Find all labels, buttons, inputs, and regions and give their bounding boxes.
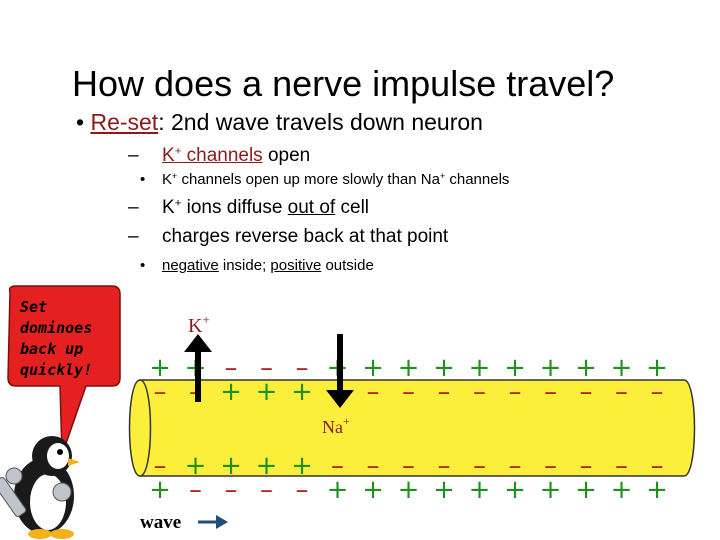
bubble-line-2: dominoes — [20, 319, 92, 337]
charge-bottom-outer-4: – — [296, 475, 309, 505]
charge-top-inner-11: – — [544, 377, 557, 407]
charge-top-inner-13: – — [615, 377, 628, 407]
charge-bottom-outer-9: + — [469, 475, 491, 505]
charge-top-inner-9: – — [473, 377, 486, 407]
charge-bottom-outer-7: + — [398, 475, 420, 505]
charge-bottom-outer-2: – — [225, 475, 238, 505]
charge-bottom-outer-8: + — [433, 475, 455, 505]
penguin-icon — [0, 436, 80, 539]
charge-bottom-outer-10: + — [504, 475, 526, 505]
charge-bottom-outer-11: + — [540, 475, 562, 505]
k-ion-label: K+ — [188, 312, 210, 337]
charge-bottom-outer-3: – — [260, 475, 273, 505]
charge-top-inner-12: – — [580, 377, 593, 407]
charge-bottom-outer-6: + — [362, 475, 384, 505]
wave-direction-arrow — [198, 515, 228, 529]
wave-label: wave — [140, 512, 181, 533]
bubble-line-1: Set — [20, 298, 47, 316]
charge-top-inner-4: + — [291, 377, 313, 407]
charge-bottom-outer-5: + — [327, 475, 349, 505]
charge-top-inner-6: – — [367, 377, 380, 407]
charge-bottom-outer-1: – — [189, 475, 202, 505]
charge-top-inner-3: + — [256, 377, 278, 407]
charge-bottom-outer-12: + — [575, 475, 597, 505]
charge-top-inner-2: + — [220, 377, 242, 407]
bubble-line-3: back up — [20, 340, 83, 358]
charge-top-inner-14: – — [651, 377, 664, 407]
charge-bottom-outer-14: + — [646, 475, 668, 505]
charge-bottom-outer-13: + — [611, 475, 633, 505]
bubble-line-4: quickly! — [20, 361, 92, 379]
charge-bottom-outer-0: + — [149, 475, 171, 505]
speech-bubble: Set dominoes back up quickly! — [8, 286, 120, 455]
charge-top-inner-7: – — [402, 377, 415, 407]
charge-top-inner-0: – — [154, 377, 167, 407]
charge-top-inner-8: – — [438, 377, 451, 407]
charge-top-inner-10: – — [509, 377, 522, 407]
